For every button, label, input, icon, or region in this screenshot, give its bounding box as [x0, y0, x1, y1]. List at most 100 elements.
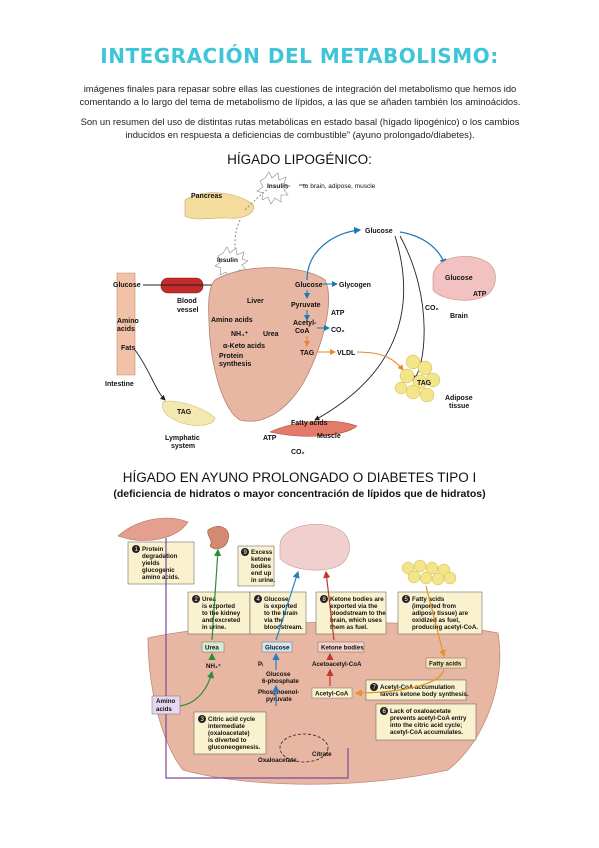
tag-adipose-label: TAG [417, 380, 432, 387]
svg-text:bloodstream to the: bloodstream to the [330, 610, 386, 617]
svg-text:Glucose: Glucose [264, 596, 289, 603]
glucose-top-label: Glucose [365, 228, 393, 235]
protein-label: Protein [219, 353, 243, 360]
urea-label: Urea [263, 331, 279, 338]
svg-text:to the brain: to the brain [264, 610, 298, 617]
co2-label-2: CO₂ [291, 449, 305, 456]
acetoacetyl-label: Acetoacetyl-CoA [312, 661, 362, 668]
brain-atp-label: ATP [473, 291, 487, 298]
svg-text:oxidized as fuel,: oxidized as fuel, [412, 617, 460, 624]
svg-text:Excess: Excess [251, 549, 273, 556]
keto-label: α-Keto acids [223, 343, 265, 350]
ketone-label: Ketone bodies [321, 645, 364, 652]
glucose-label: Glucose [265, 645, 290, 652]
svg-text:5: 5 [405, 597, 409, 603]
svg-text:to the kidney: to the kidney [202, 610, 241, 617]
svg-text:gluconeogenesis.: gluconeogenesis. [208, 744, 261, 751]
svg-text:prevents acetyl-CoA entry: prevents acetyl-CoA entry [390, 715, 467, 722]
svg-text:in urine.: in urine. [202, 624, 226, 631]
blood-label: Blood [177, 298, 197, 305]
svg-text:4: 4 [257, 597, 261, 603]
svg-text:(imported from: (imported from [412, 603, 456, 610]
section1-title: HÍGADO LIPOGÉNICO: [227, 152, 372, 167]
acids-label: acids [117, 326, 135, 333]
tag-liver-label: TAG [300, 350, 315, 357]
insulin-burst-top: Insulin [256, 171, 291, 205]
insulin-label-top: Insulin [267, 183, 288, 190]
vldl-label: VLDL [337, 350, 356, 357]
kidney-shape [207, 526, 229, 550]
svg-text:is exported: is exported [202, 603, 235, 610]
pancreas-shape [184, 192, 255, 220]
intro-line-1: imágenes finales para repasar sobre ella… [83, 83, 517, 94]
tag-lymph-label: TAG [177, 409, 192, 416]
svg-text:(oxaloacetate): (oxaloacetate) [208, 730, 250, 737]
brain-shape [279, 523, 350, 571]
svg-text:brain, which uses: brain, which uses [330, 617, 382, 624]
acetyl-label: Acetyl- [293, 320, 317, 327]
pep-label-1: Phosphoenol- [258, 689, 299, 696]
svg-text:7: 7 [373, 685, 377, 691]
summary-paragraph: Son un resumen del uso de distintas ruta… [60, 115, 540, 141]
svg-text:8: 8 [323, 597, 327, 603]
acids-label: acids [156, 706, 172, 713]
fatty-acids-label: Fatty acids [291, 420, 328, 427]
svg-text:and excreted: and excreted [202, 617, 240, 624]
fats-label: Fats [121, 345, 136, 352]
adipose-cluster [394, 354, 441, 403]
amino-label: Amino [156, 698, 175, 705]
svg-text:Urea: Urea [202, 596, 216, 603]
acetylcoa-label: Acetyl-CoA [315, 691, 349, 698]
step-box-7: 7 Acetyl-CoA accumulation favors ketone … [365, 679, 469, 701]
svg-text:acetyl-CoA accumulates.: acetyl-CoA accumulates. [390, 729, 463, 736]
urea-label: Urea [205, 645, 219, 652]
tissue-label: tissue [449, 403, 469, 410]
intestine-shape [116, 272, 136, 376]
co2-label-1: CO₂ [331, 327, 345, 334]
amino-acids-label: Amino acids [211, 317, 253, 324]
page-title: INTEGRACIÓN DEL METABOLISMO: [100, 44, 499, 68]
svg-text:is diverted to: is diverted to [208, 737, 247, 744]
g6p-label-1: Glucose [266, 671, 291, 678]
svg-text:degradation: degradation [142, 553, 178, 560]
muscle-label: Muscle [317, 433, 341, 440]
section2-title: HÍGADO EN AYUNO PROLONGADO O DIABETES TI… [122, 470, 477, 485]
svg-text:1: 1 [135, 547, 139, 553]
muscle-shape [117, 517, 189, 541]
svg-text:glucogenic: glucogenic [142, 567, 175, 574]
svg-text:Fatty acids: Fatty acids [412, 596, 445, 603]
fatty-acids-label: Fatty acids [429, 661, 462, 668]
adipose-label: Adipose [445, 395, 473, 402]
step-box-5: 5 Fatty acids (imported from adipose tis… [397, 591, 483, 635]
brain-label: Brain [450, 313, 468, 320]
insulin-burst-mid: Insulin [214, 246, 249, 280]
amino-label: Amino [117, 318, 139, 325]
svg-text:amino acids.: amino acids. [142, 574, 180, 581]
svg-text:Protein: Protein [142, 546, 164, 553]
section2-subtitle: (deficiencia de hidratos o mayor concent… [113, 488, 486, 500]
svg-text:end up: end up [251, 570, 271, 577]
nh4-label: NH₄⁺ [231, 331, 248, 338]
svg-text:via the: via the [264, 617, 284, 624]
brain-glucose-label: Glucose [445, 275, 473, 282]
atp-label-1: ATP [331, 310, 345, 317]
svg-text:bodies: bodies [251, 563, 271, 570]
intestine-label: Intestine [105, 381, 134, 388]
system-label: system [171, 443, 195, 450]
brain-shape [432, 255, 496, 301]
intro-line-2: comentando a lo largo del tema de metabo… [79, 96, 521, 107]
brain-co2-label: CO₂ [425, 305, 439, 312]
svg-text:adipose tissue) are: adipose tissue) are [412, 610, 469, 617]
summary-line-1: Son un resumen del uso de distintas ruta… [80, 116, 520, 127]
step-box-1: 1 Protein degradation yields glucogenic … [127, 541, 195, 585]
pi-label: Pᵢ [258, 661, 263, 668]
svg-text:6: 6 [383, 709, 387, 715]
oxaloacetate-label: Oxaloacetate [258, 757, 297, 764]
nh4-label: NH₄⁺ [206, 663, 221, 670]
svg-text:exported via the: exported via the [330, 603, 378, 610]
svg-text:them as fuel.: them as fuel. [330, 624, 368, 631]
g6p-label-2: 6-phosphate [262, 678, 299, 685]
svg-text:Lack of oxaloacetate: Lack of oxaloacetate [390, 708, 451, 715]
pep-label-2: pyruvate [266, 696, 292, 703]
step-box-4: 4 Glucose is exported to the brain via t… [249, 591, 307, 635]
